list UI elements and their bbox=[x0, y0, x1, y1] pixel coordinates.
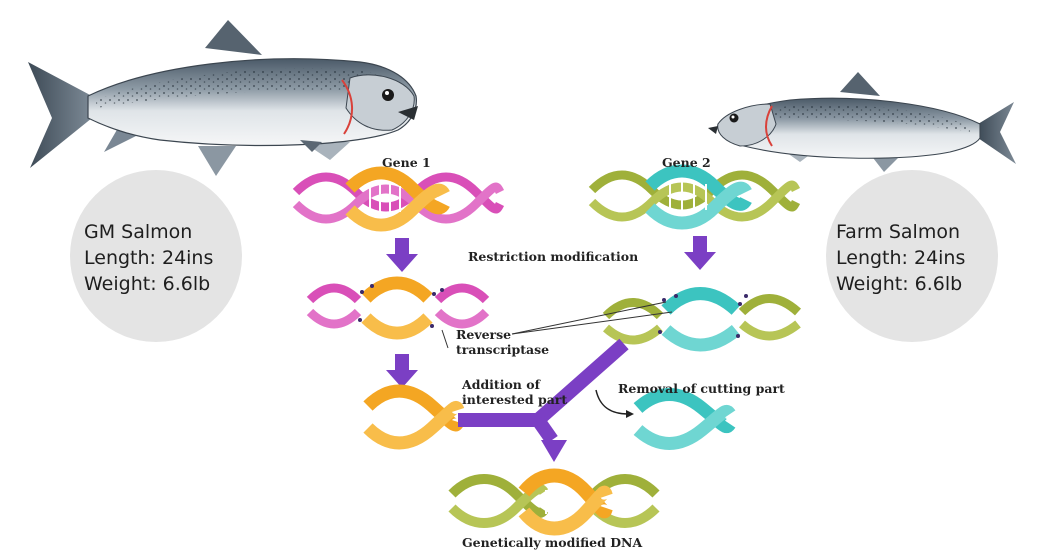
right-arrow-icon bbox=[626, 410, 634, 418]
result-label: Genetically modified DNA bbox=[462, 535, 643, 550]
farm-salmon-info-circle bbox=[826, 170, 998, 342]
addition-label: Addition of interested part bbox=[462, 377, 567, 407]
farm-salmon-weight: Weight: 6.6lb bbox=[836, 273, 963, 295]
gene2-dna-helix bbox=[588, 164, 801, 230]
gene2-label: Gene 2 bbox=[662, 155, 711, 170]
gm-dna-helix bbox=[448, 468, 660, 536]
gene1-dna-helix bbox=[292, 166, 505, 232]
farm-salmon-illustration bbox=[708, 72, 1016, 172]
gene1-cut-helix bbox=[306, 276, 490, 349]
gm-salmon-illustration bbox=[28, 20, 418, 176]
gm-salmon-info-circle bbox=[70, 170, 242, 342]
down-arrow-icon bbox=[386, 238, 418, 272]
reverse-transcriptase-label: Reverse transcriptase bbox=[456, 327, 549, 357]
restriction-label: Restriction modification bbox=[468, 249, 639, 264]
removal-label: Removal of cutting part bbox=[618, 381, 785, 396]
farm-salmon-length: Length: 24ins bbox=[836, 247, 966, 269]
interested-part-helix bbox=[363, 384, 465, 450]
farm-salmon-info: Farm Salmon Length: 24ins Weight: 6.6lb bbox=[836, 219, 965, 297]
farm-salmon-name: Farm Salmon bbox=[836, 221, 961, 243]
addition-label-line1: Addition of bbox=[462, 377, 540, 392]
reverse-label-line1: Reverse bbox=[456, 327, 512, 342]
reverse-label-line2: transcriptase bbox=[456, 342, 550, 357]
gene2-cut-helix bbox=[602, 287, 802, 352]
down-arrow-icon bbox=[684, 236, 716, 270]
removed-part-helix bbox=[633, 388, 736, 450]
gm-salmon-info: GM Salmon Length: 24ins Weight: 6.6lb bbox=[84, 219, 213, 297]
gm-salmon-weight: Weight: 6.6lb bbox=[84, 273, 211, 295]
gm-salmon-length: Length: 24ins bbox=[84, 247, 214, 269]
gm-salmon-name: GM Salmon bbox=[84, 221, 193, 243]
addition-label-line2: interested part bbox=[462, 392, 568, 407]
down-arrow-icon bbox=[386, 354, 418, 388]
gene1-label: Gene 1 bbox=[382, 155, 431, 170]
down-arrow-icon bbox=[541, 440, 567, 462]
